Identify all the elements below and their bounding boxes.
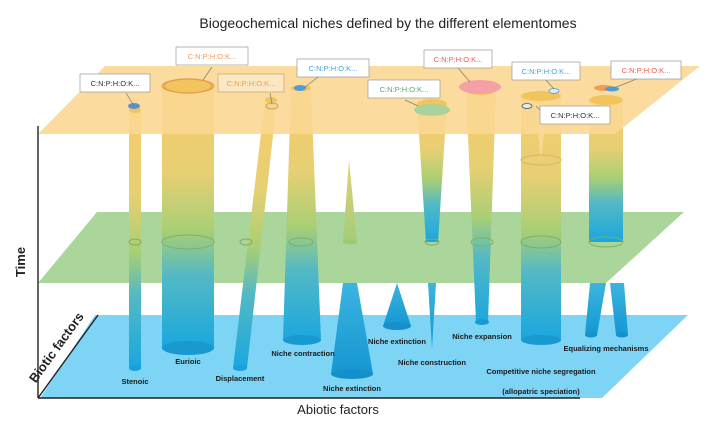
tube-equalizing-left [585, 283, 606, 335]
elementome-tags: C:N:P:H:O:K... C:N:P:H:O:K... C:N:P:H:O:… [79, 46, 682, 125]
abiotic-axis-label: Abiotic factors [297, 402, 379, 417]
marker-orange-1 [163, 78, 213, 94]
label-niche-expansion: Niche expansion [452, 332, 512, 341]
label-niche-contraction-line: Niche contraction [271, 349, 335, 358]
niche-labels: Stenoic Eurioic Displacement Niche contr… [121, 332, 648, 396]
tube-contraction-mid-ring [288, 237, 314, 247]
tube-contraction-bottom [283, 335, 321, 345]
tag-7-text: C:N:P:H:O:K... [522, 67, 571, 76]
opening-equalizing [589, 95, 623, 105]
tube-displacement-mid-ring [239, 238, 253, 246]
axes [37, 126, 580, 399]
tube-equalizing-right-base [616, 332, 628, 338]
tube-extinction-bottom-cone [331, 283, 373, 374]
time-axis-label: Time [13, 247, 28, 277]
tube-construction-mid-ring [424, 238, 440, 246]
label-niche-extinction-bottom: Niche extinction [323, 384, 381, 393]
tag-6: C:N:P:H:O:K... [367, 79, 441, 99]
tag-8: C:N:P:H:O:K... [610, 60, 682, 80]
label-niche-contraction: Niche contraction [271, 349, 335, 358]
tube-displacement-bottom [233, 365, 247, 371]
tag-1: C:N:P:H:O:K... [79, 73, 151, 93]
tube-expansion [466, 90, 496, 322]
tag-4-text: C:N:P:H:O:K... [309, 64, 358, 73]
tube-extinction-small-base [383, 322, 411, 330]
marker-blue-1 [294, 85, 306, 91]
tag-9-text: C:N:P:H:O:K... [551, 111, 600, 120]
tag-3: C:N:P:H:O:K... [217, 73, 285, 93]
tube-segregation-upper-ring [520, 154, 562, 166]
tube-segregation-mid-ring [520, 235, 562, 249]
label-competitive-segregation: Competitive niche segregation [486, 367, 596, 376]
label-eurioic: Eurioic [175, 357, 200, 366]
tube-extinction-small-cone [383, 283, 411, 326]
tube-stenoic-bottom [129, 365, 141, 371]
tube-contraction [283, 88, 321, 340]
biotic-axis-line [37, 314, 99, 399]
marker-green-1 [414, 104, 450, 116]
tag-2-text: C:N:P:H:O:K... [188, 52, 237, 61]
tube-extinction-cone-base [343, 239, 357, 245]
tube-stenoic-mid-ring [128, 238, 142, 246]
tube-construction-bottom [428, 283, 436, 348]
tag-4: C:N:P:H:O:K... [296, 58, 370, 78]
diagram-title: Biogeochemical niches defined by the dif… [199, 15, 576, 31]
label-stenoic: Stenoic [121, 377, 148, 386]
tag-2: C:N:P:H:O:K... [175, 46, 249, 66]
tube-segregation-bottom [521, 335, 561, 345]
tag-1-text: C:N:P:H:O:K... [91, 79, 140, 88]
tag-5: C:N:P:H:O:K... [423, 49, 493, 69]
tube-extinction-bottom-base [331, 369, 373, 379]
tag-8-text: C:N:P:H:O:K... [622, 66, 671, 75]
tube-displacement [233, 100, 277, 368]
tag-9: C:N:P:H:O:K... [539, 105, 611, 125]
marker-red-1 [459, 80, 501, 94]
tube-expansion-mid-ring [470, 237, 494, 247]
label-niche-construction: Niche construction [398, 358, 466, 367]
tag-5-text: C:N:P:H:O:K... [434, 55, 483, 64]
label-niche-extinction-small: Niche extinction [368, 337, 426, 346]
label-equalizing-mechanisms: Equalizing mechanisms [563, 344, 648, 353]
marker-blue-2 [548, 88, 560, 94]
label-allopatric-speciation: (allopatric speciation) [502, 387, 580, 396]
marker-red-3 [605, 86, 619, 92]
label-displacement: Displacement [216, 374, 265, 383]
tag-3-text: C:N:P:H:O:K... [227, 79, 276, 88]
tube-equalizing-mid-ring [588, 236, 624, 248]
marker-black-2 [521, 103, 533, 109]
tube-construction [417, 104, 447, 242]
tube-equalizing-left-base [585, 332, 597, 338]
tube-eurioic-bottom [162, 341, 214, 355]
tube-extinction-cone-top [343, 160, 357, 242]
elementome-markers [128, 78, 619, 116]
tag-6-text: C:N:P:H:O:K... [380, 85, 429, 94]
tube-equalizing-right [610, 283, 628, 335]
tag-7: C:N:P:H:O:K... [511, 61, 581, 81]
tube-expansion-bottom [475, 319, 489, 325]
tube-eurioic-mid-ring [161, 234, 215, 250]
